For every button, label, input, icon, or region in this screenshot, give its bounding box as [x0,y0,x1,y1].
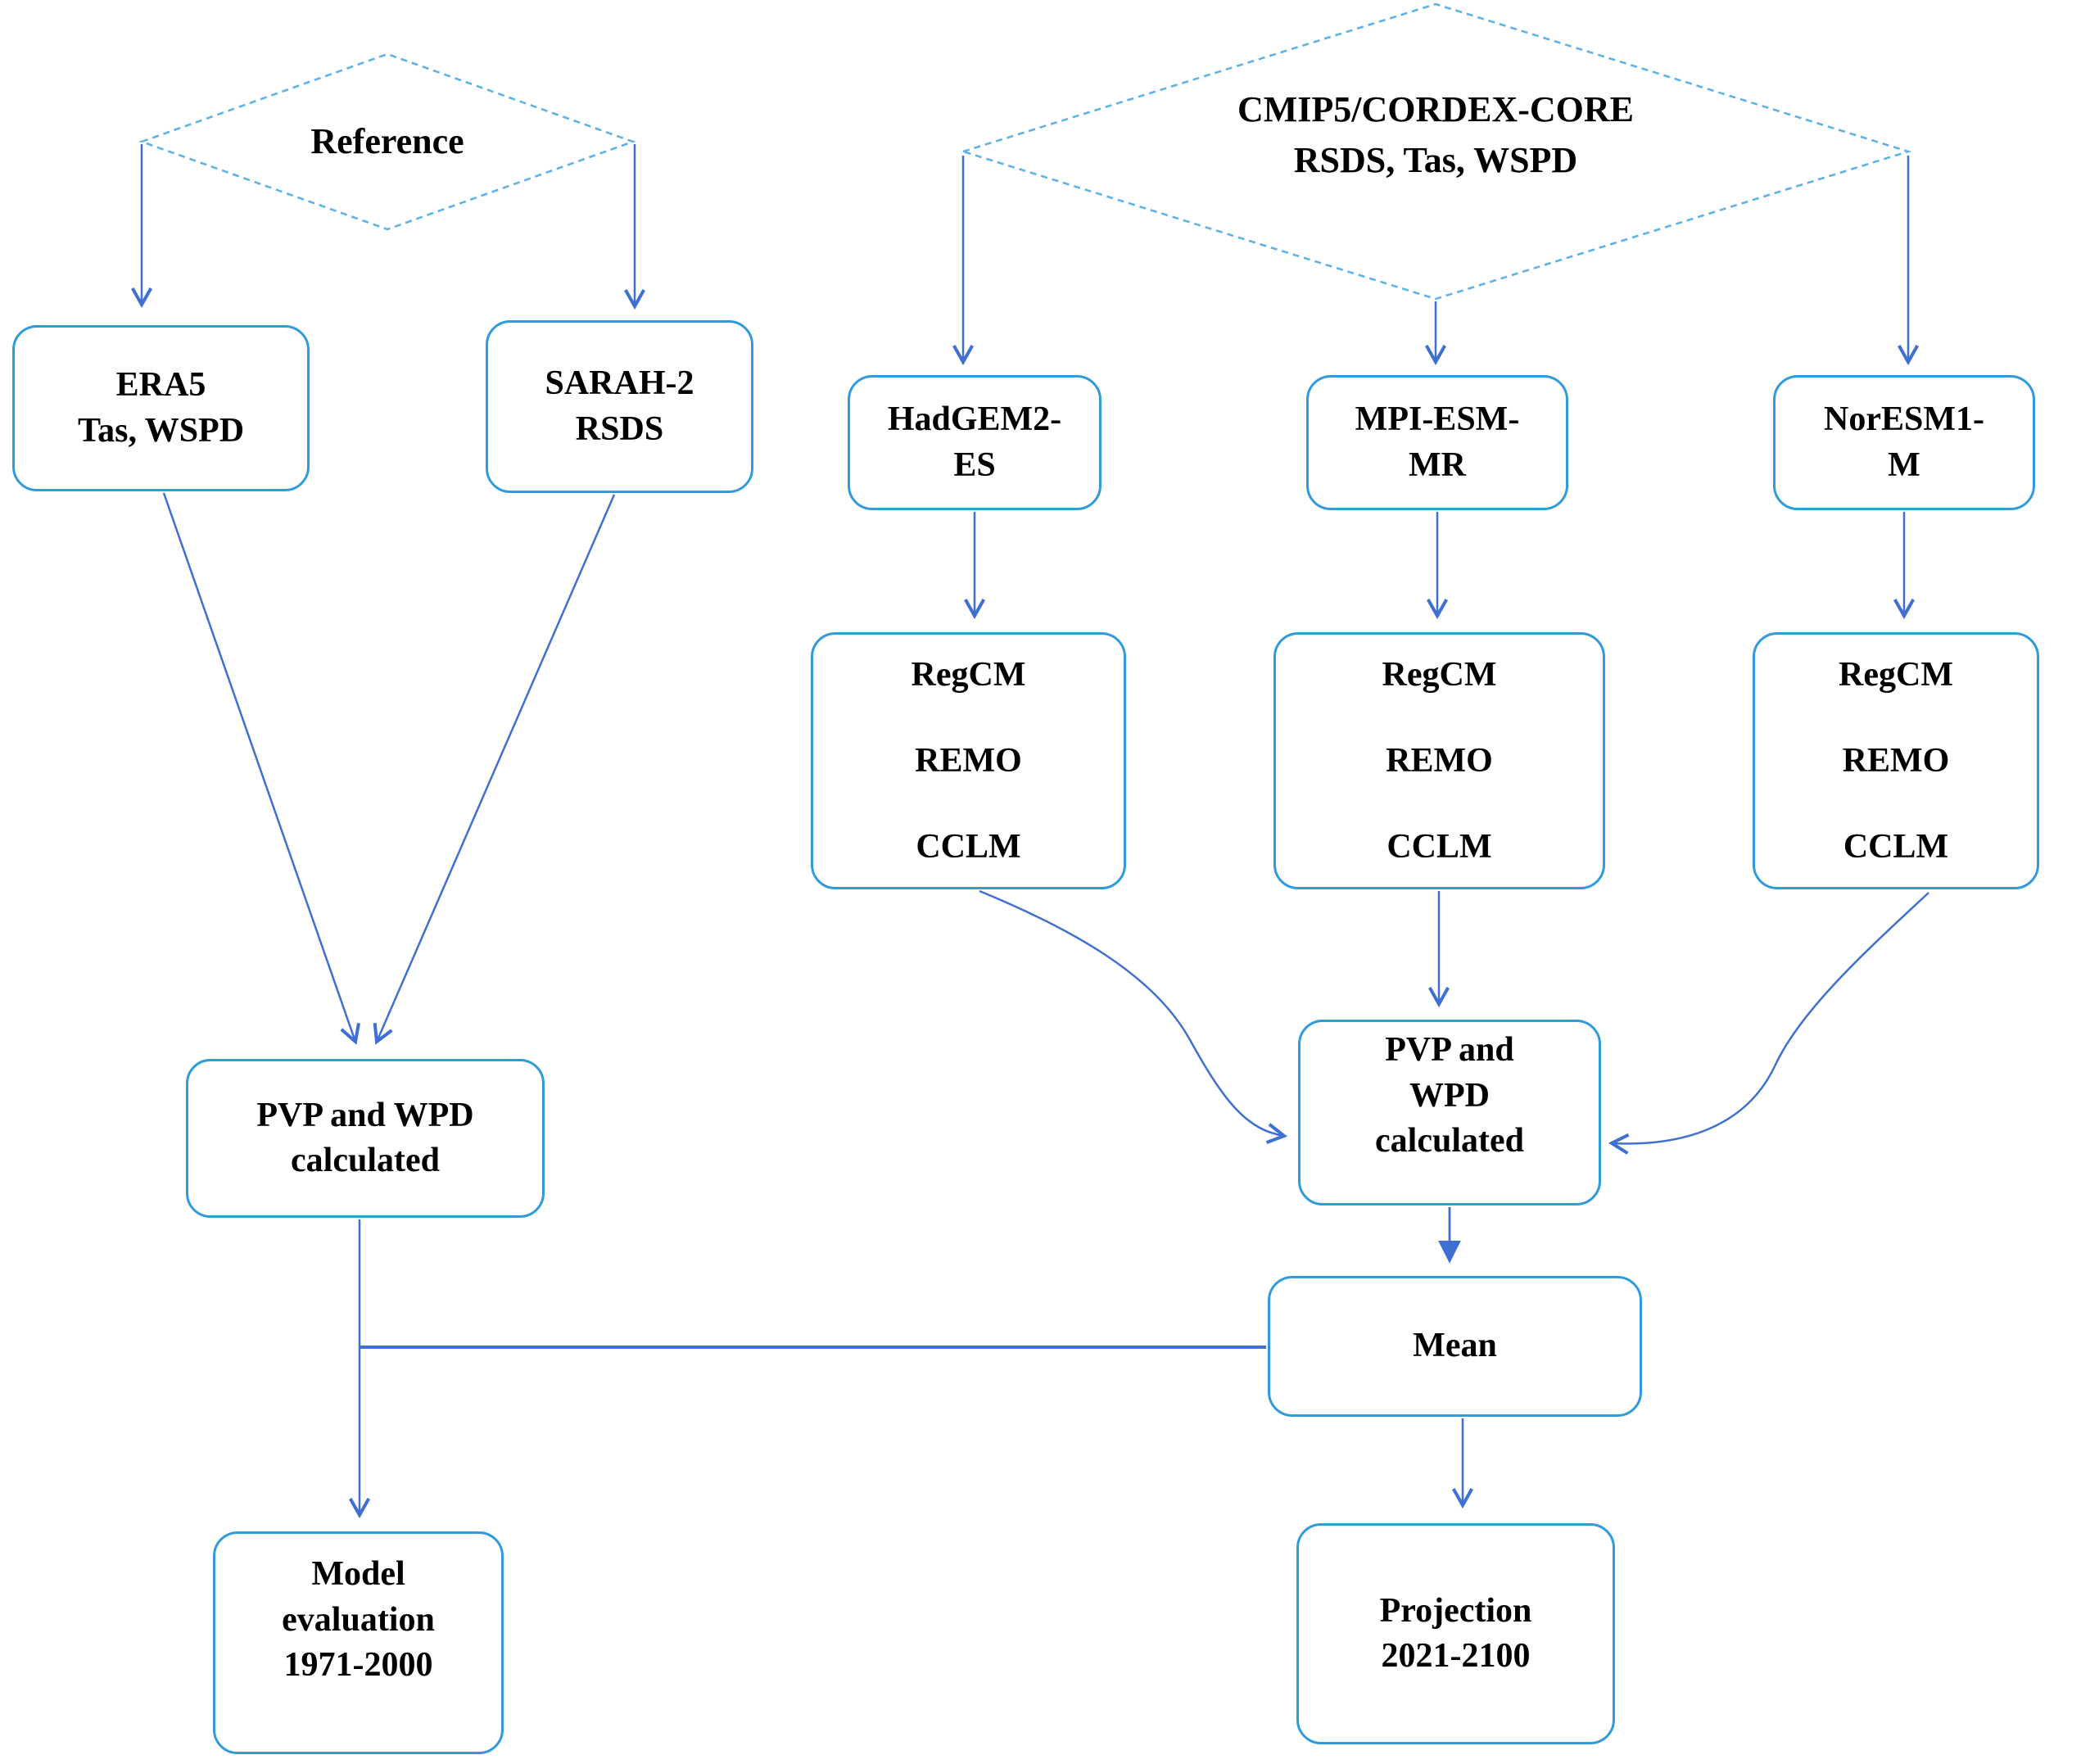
reference-label: Reference [310,121,464,162]
pvp-left-label: PVP and WPD calculated [256,1096,474,1179]
projection-label: Projection 2021-2100 [1379,1591,1532,1675]
arrow-era5-to-pvp-left [162,492,360,1045]
noresm-label: NorESM1- M [1824,400,1984,484]
reference-diamond: Reference [224,117,551,166]
mpi-label: MPI-ESM- MR [1355,400,1520,484]
model-eval-label: Model evaluation 1971-2000 [282,1555,435,1685]
pvp-wpd-reference-box: PVP and WPD calculated [186,1059,545,1218]
cmip5-cordex-diamond-shape [959,2,1912,301]
arrow-rcm1-to-pvp-right [979,889,1288,1144]
rcm3-label: RegCM REMO CCLM [1839,655,1953,866]
mean-label: Mean [1413,1327,1497,1365]
reference-diamond-shape [138,52,636,231]
rcm-box-mpi: RegCM REMO CCLM [1273,632,1605,889]
noresm1-m-box: NorESM1- M [1773,375,2035,510]
arrow-sarah2-to-pvp-left [373,494,616,1045]
cmip5-cordex-diamond: CMIP5/CORDEX-CORE RSDS, Tas, WSPD [1108,82,1763,188]
sarah2-box: SARAH-2 RSDS [486,320,753,493]
rcm-box-noresm: RegCM REMO CCLM [1753,632,2039,889]
hadgem2-label: HadGEM2- ES [887,400,1062,484]
rcm1-label: RegCM REMO CCLM [911,655,1026,866]
sarah2-label: SARAH-2 RSDS [545,364,694,448]
mean-box: Mean [1268,1276,1642,1417]
era5-box: ERA5 Tas, WSPD [12,325,310,491]
rcm-box-hadgem2: RegCM REMO CCLM [811,632,1126,889]
rcm2-label: RegCM REMO CCLM [1382,655,1497,866]
hadgem2-es-box: HadGEM2- ES [848,375,1102,510]
projection-box: Projection 2021-2100 [1296,1523,1615,1744]
pvp-wpd-models-box: PVP and WPD calculated [1298,1020,1601,1205]
mpi-esm-mr-box: MPI-ESM- MR [1306,375,1568,510]
era5-label: ERA5 Tas, WSPD [77,366,245,450]
arrow-rcm3-to-pvp-right [1608,892,1929,1155]
model-evaluation-box: Model evaluation 1971-2000 [213,1531,504,1754]
cmip5-label: CMIP5/CORDEX-CORE RSDS, Tas, WSPD [1237,89,1634,180]
pvp-right-label: PVP and WPD calculated [1375,1031,1524,1160]
